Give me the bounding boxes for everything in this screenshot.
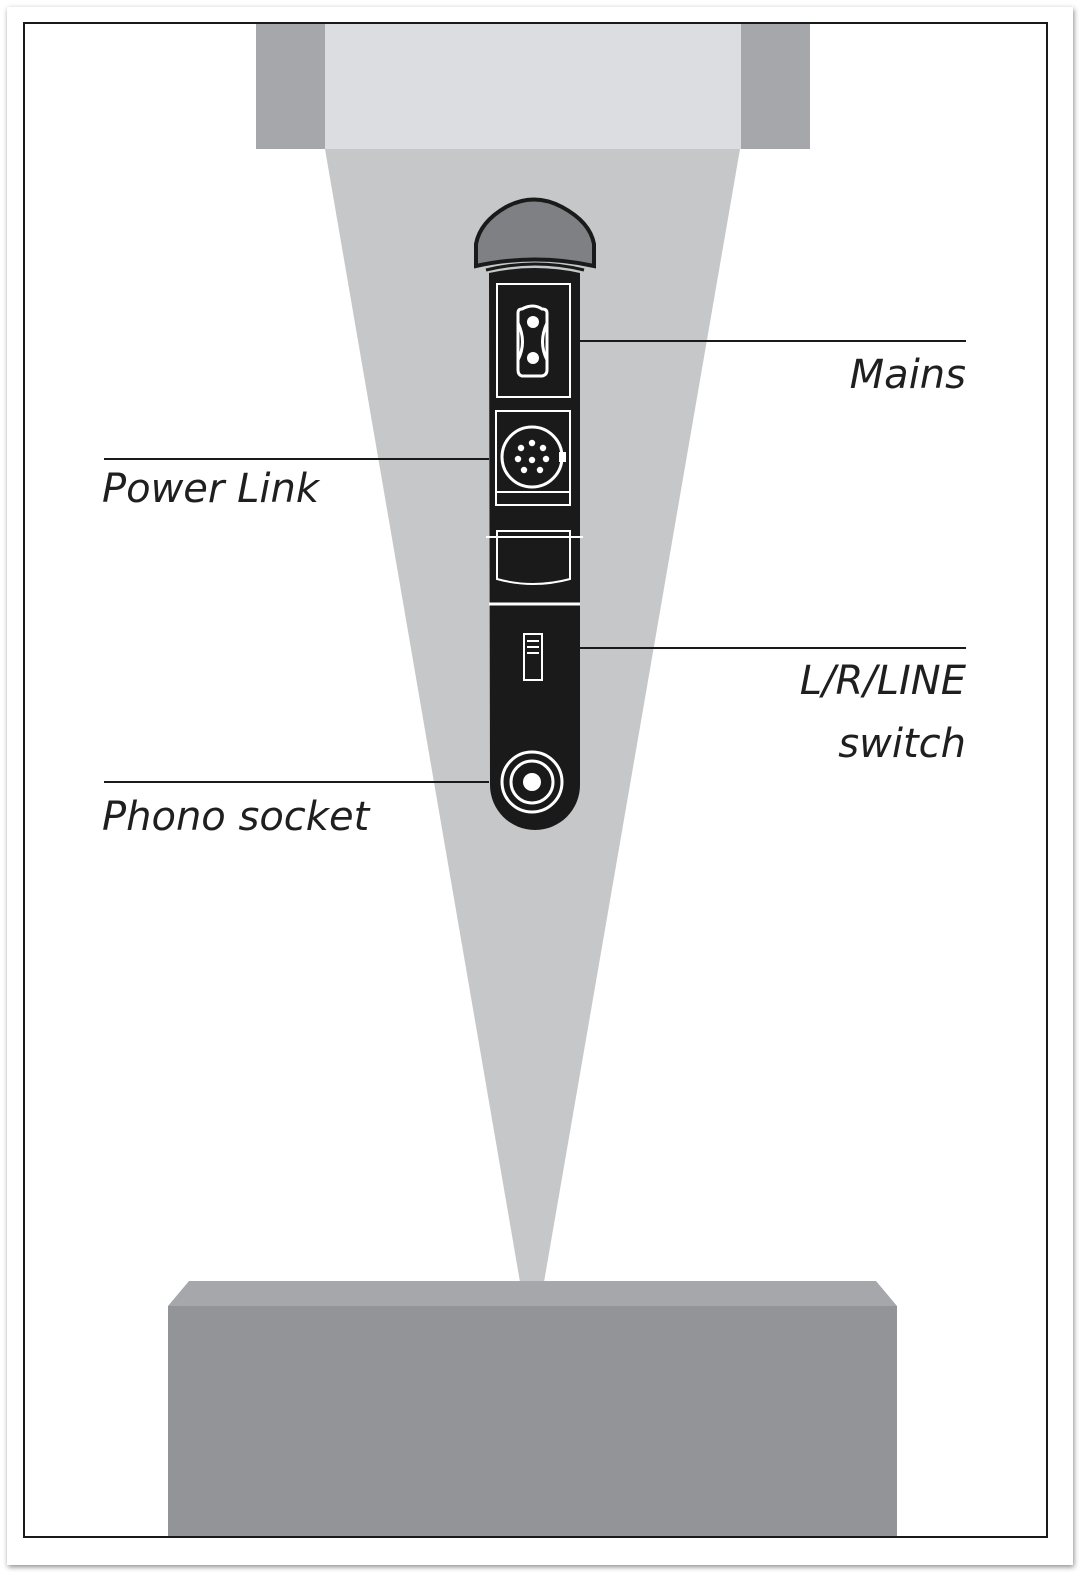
mains-label: Mains bbox=[849, 352, 966, 398]
power-link-label: Power Link bbox=[102, 466, 319, 512]
mains-socket-icon bbox=[496, 283, 571, 398]
speaker-base bbox=[168, 1281, 897, 1536]
lr-line-switch-label-line2: switch bbox=[838, 721, 966, 767]
phono-socket-icon bbox=[500, 750, 564, 814]
lr-line-switch-icon bbox=[523, 633, 543, 681]
phono-socket-label: Phono socket bbox=[102, 794, 370, 840]
panel-body bbox=[489, 268, 580, 830]
speaker-top-housing bbox=[256, 24, 810, 149]
panel-cap bbox=[474, 197, 596, 269]
lr-line-switch-label-line1: L/R/LINE bbox=[799, 658, 966, 704]
power-link-socket-icon bbox=[495, 410, 571, 506]
connection-panel bbox=[474, 197, 596, 830]
blank-cover-plate bbox=[486, 530, 583, 606]
